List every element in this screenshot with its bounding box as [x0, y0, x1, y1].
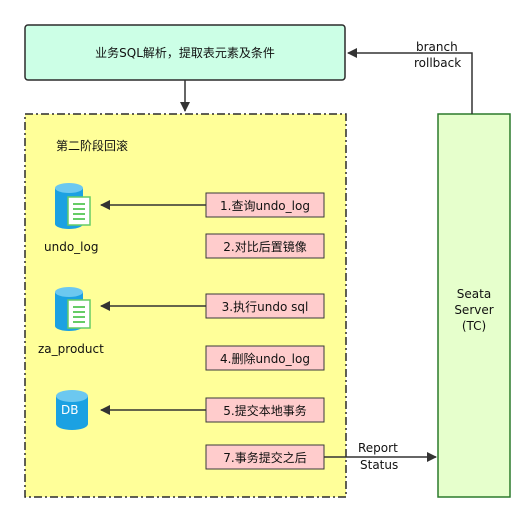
step-label-4: 4.删除undo_log [220, 351, 310, 366]
branch-label: branch [416, 40, 458, 54]
step-box-4 [205, 345, 325, 371]
step-label-1: 1.查询undo_log [220, 198, 310, 213]
step-box-1 [205, 192, 325, 218]
rollback-label: rollback [414, 56, 462, 70]
status-label: Status [360, 458, 399, 472]
step-label-5: 5.提交本地事务 [223, 403, 307, 418]
seata-server-box [437, 113, 511, 498]
step-label-7: 7.事务提交之后 [223, 450, 307, 465]
document-db-icon [55, 183, 91, 229]
server-label: Seata Server (TC) [438, 286, 510, 334]
db-label-undo-log: undo_log [44, 240, 99, 254]
step-label-2: 2.对比后置镜像 [223, 239, 307, 254]
phase2-title: 第二阶段回滚 [56, 139, 129, 153]
step-label-3: 3.执行undo sql [221, 299, 309, 314]
server-line-2: Server [454, 303, 494, 317]
server-line-3: (TC) [461, 319, 487, 333]
db-label-za-product: za_product [38, 342, 104, 356]
top-box-text: 业务SQL解析，提取表元素及条件 [95, 46, 275, 60]
branch-rollback-connector [347, 48, 473, 114]
step-box-2 [205, 233, 325, 259]
db-icon-text: DB [61, 403, 79, 417]
document-db-icon [55, 287, 91, 331]
step-box-5 [205, 397, 325, 423]
db-icon [56, 390, 88, 430]
server-line-1: Seata [456, 287, 492, 301]
step-box-3 [205, 293, 325, 319]
report-label: Report [358, 441, 398, 455]
